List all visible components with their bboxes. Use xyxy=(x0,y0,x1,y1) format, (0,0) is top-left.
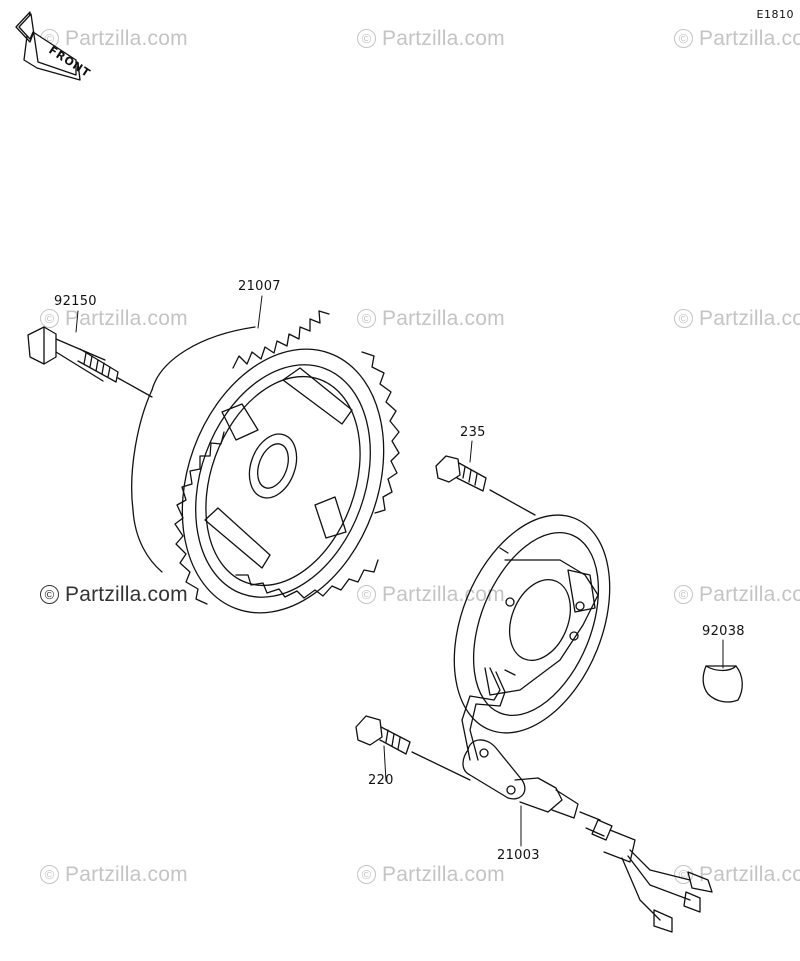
watermark: © Partzilla.com xyxy=(40,307,188,331)
copyright-icon: © xyxy=(40,309,59,328)
watermark-text: Partzilla.com xyxy=(65,307,188,330)
watermark: © Partzilla.com xyxy=(40,863,188,887)
diagram-code: E1810 xyxy=(756,8,794,21)
copyright-icon: © xyxy=(357,585,376,604)
watermark: © Partzilla.com xyxy=(40,583,188,607)
watermark-text: Partzilla.com xyxy=(699,583,800,606)
copyright-icon: © xyxy=(357,865,376,884)
bolt-235-icon xyxy=(435,455,536,516)
copyright-icon: © xyxy=(357,29,376,48)
watermark-text: Partzilla.com xyxy=(382,307,505,330)
watermark: © Partzilla.com xyxy=(357,863,505,887)
watermark-text: Partzilla.com xyxy=(65,863,188,886)
key-92038-icon xyxy=(702,665,743,703)
part-label-21003[interactable]: 21003 xyxy=(497,848,540,863)
copyright-icon: © xyxy=(40,865,59,884)
copyright-icon: © xyxy=(674,585,693,604)
leader-21007 xyxy=(257,295,263,329)
watermark: © Partzilla.com xyxy=(674,27,800,51)
copyright-icon: © xyxy=(674,309,693,328)
bolt-92150-icon xyxy=(27,326,153,398)
bolt-220-icon xyxy=(355,715,471,781)
watermark-text: Partzilla.com xyxy=(382,27,505,50)
part-label-92038[interactable]: 92038 xyxy=(702,624,745,639)
watermark-text: Partzilla.com xyxy=(699,27,800,50)
watermark: © Partzilla.com xyxy=(357,27,505,51)
copyright-icon: © xyxy=(357,309,376,328)
watermark: © Partzilla.com xyxy=(357,307,505,331)
part-label-21007[interactable]: 21007 xyxy=(238,279,281,294)
watermark-text: Partzilla.com xyxy=(699,863,800,886)
part-label-220[interactable]: 220 xyxy=(368,773,394,788)
stator-21003-icon xyxy=(453,514,713,933)
watermark-text: Partzilla.com xyxy=(382,863,505,886)
leader-92150 xyxy=(75,310,79,333)
leader-235 xyxy=(469,440,473,463)
watermark: © Partzilla.com xyxy=(357,583,505,607)
watermark-text: Partzilla.com xyxy=(382,583,505,606)
leader-220 xyxy=(383,745,387,782)
watermark: © Partzilla.com xyxy=(674,307,800,331)
watermark-text: Partzilla.com xyxy=(65,27,188,50)
part-label-235[interactable]: 235 xyxy=(460,425,486,440)
flywheel-21007-icon xyxy=(131,310,400,614)
watermark-text: Partzilla.com xyxy=(65,583,188,606)
watermark-text: Partzilla.com xyxy=(699,307,800,330)
part-label-92150[interactable]: 92150 xyxy=(54,294,97,309)
watermark: © Partzilla.com xyxy=(674,583,800,607)
copyright-icon: © xyxy=(40,585,59,604)
front-arrow-icon: FRONT xyxy=(15,11,93,81)
copyright-icon: © xyxy=(674,29,693,48)
